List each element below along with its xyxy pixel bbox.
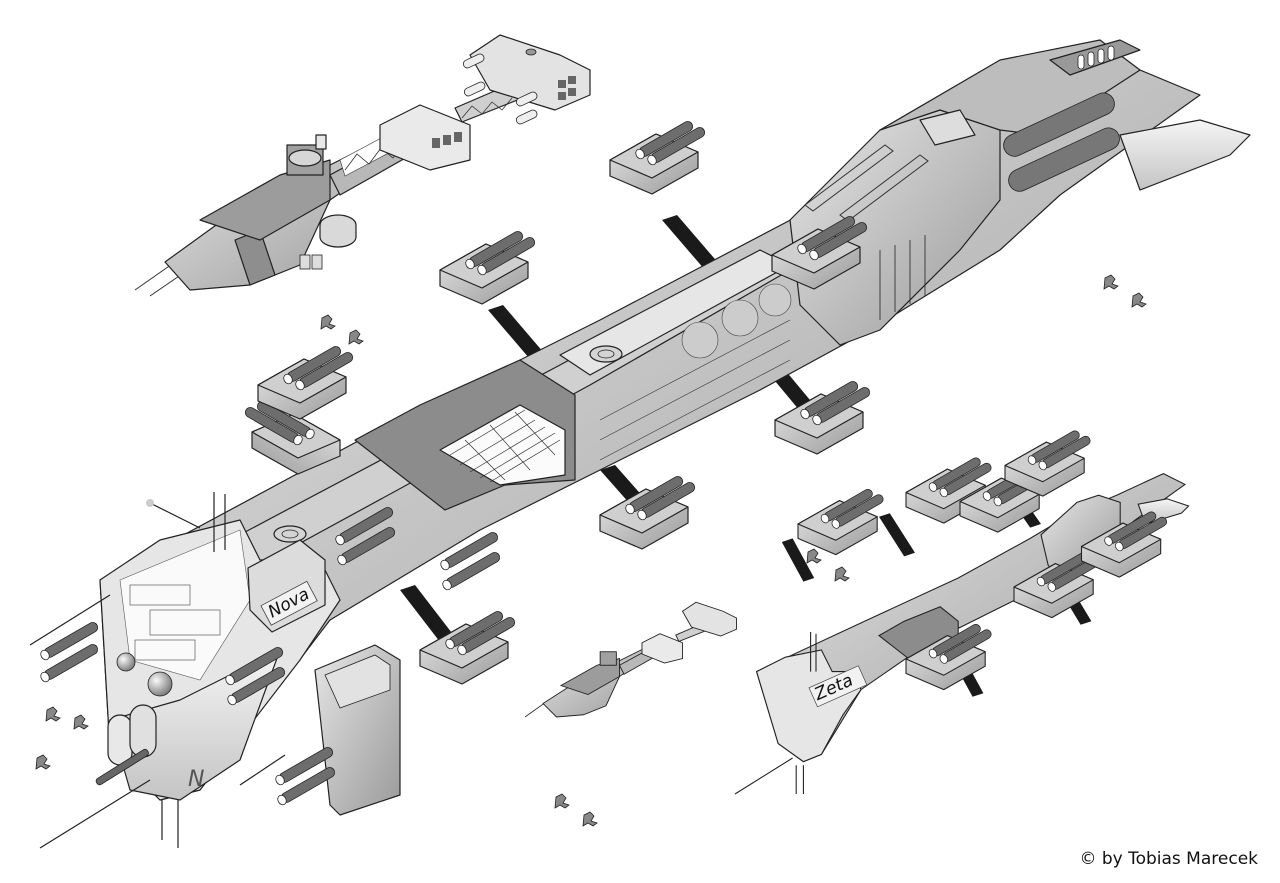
battleship-nova: Nova N [29, 39, 1251, 849]
fighter-group [35, 706, 89, 770]
svg-text:N: N [188, 767, 204, 792]
frigate-large [134, 34, 591, 297]
battleship-zeta: Zeta [734, 429, 1190, 795]
copyright-credit: © by Tobias Marecek [1079, 849, 1258, 869]
fighter-group [320, 314, 364, 345]
fighter-group [806, 548, 850, 582]
fighter-group [1103, 274, 1147, 308]
fighter-group [554, 793, 598, 827]
frigate-small [524, 601, 737, 718]
